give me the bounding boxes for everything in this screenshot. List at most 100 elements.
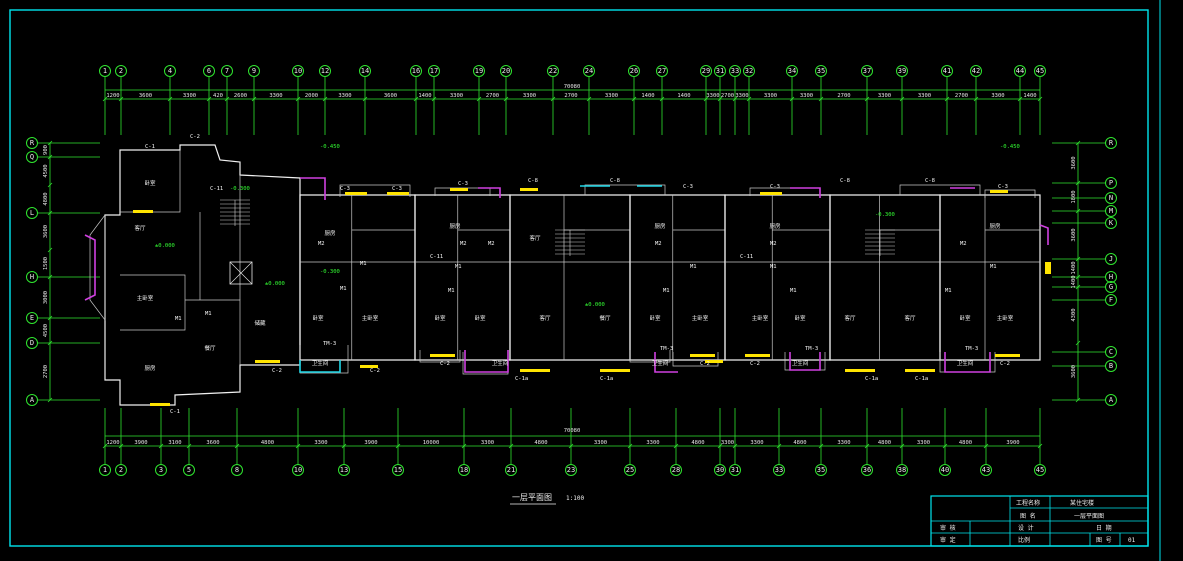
window-magenta (1039, 224, 1049, 245)
top-axis-label: 10 (294, 67, 302, 75)
top-axis-label: 12 (321, 67, 329, 75)
top-dimension-tick (295, 96, 301, 102)
door-tag: M2 (488, 241, 495, 247)
top-axis-bubble (359, 65, 371, 77)
top-axis-label: 44 (1016, 67, 1024, 75)
room-label: 卧室 (959, 314, 971, 322)
door-tag: M1 (790, 288, 797, 294)
window-tag: TM-3 (965, 346, 978, 352)
drawing-title: 一层平面图 (512, 493, 552, 502)
right-axis-label: F (1109, 296, 1113, 304)
window-yellow (450, 188, 468, 191)
bottom-axis-label: 28 (672, 466, 680, 474)
title-block-project-label: 工程名称 (1016, 499, 1040, 507)
door-tag: M1 (360, 261, 367, 267)
top-dimension-tick (1037, 96, 1043, 102)
door-tag: M2 (655, 241, 662, 247)
window-yellow (760, 192, 782, 195)
left-dimension-tick (47, 154, 53, 160)
top-axis-label: 20 (502, 67, 510, 75)
unit-outline (829, 194, 941, 361)
window-tag: C-8 (610, 178, 620, 184)
elevation-mark: -0.450 (320, 144, 340, 150)
top-axis-label: 6 (207, 67, 211, 75)
rear-projection (899, 184, 981, 195)
top-axis-bubble (941, 65, 953, 77)
top-dimension-tick (864, 96, 870, 102)
bottom-axis-label: 40 (941, 466, 949, 474)
bottom-dimension-tick (627, 443, 633, 449)
bottom-axis-label: 31 (731, 466, 739, 474)
top-axis-label: 42 (972, 67, 980, 75)
window-tag: C-2 (1000, 361, 1010, 367)
window-tag: C-1 (145, 144, 155, 150)
right-dimension-value: 1400 (1071, 261, 1077, 274)
bottom-dimension-tick (732, 443, 738, 449)
title-block-check-label: 审 核 (940, 524, 956, 532)
bottom-dimension-value: 1200 (106, 440, 119, 446)
bottom-dimension-tick (717, 443, 723, 449)
window-yellow (995, 354, 1020, 357)
bottom-axis-label: 10 (294, 466, 302, 474)
bottom-dimension-tick (1037, 443, 1043, 449)
top-axis-label: 22 (549, 67, 557, 75)
bottom-axis-label: 21 (507, 466, 515, 474)
room-label: 卧室 (649, 314, 661, 322)
top-axis-label: 32 (745, 67, 753, 75)
top-dimension-tick (586, 96, 592, 102)
top-dimension-value: 3600 (384, 93, 397, 99)
left-dimension-value: 4500 (43, 324, 49, 337)
bottom-total-dimension: 70080 (564, 428, 581, 434)
room-label: 卧室 (794, 314, 806, 322)
window-tag: C-3 (770, 184, 780, 190)
window-tag: TM-3 (323, 341, 336, 347)
top-dimension-value: 3300 (338, 93, 351, 99)
top-axis-label: 14 (361, 67, 369, 75)
bottom-axis-bubble (338, 464, 350, 476)
top-dimension-tick (550, 96, 556, 102)
window-tag: C-3 (340, 186, 350, 192)
room-label: 厨房 (989, 222, 1001, 230)
bottom-axis-bubble (231, 464, 243, 476)
bottom-dimension-value: 3900 (364, 440, 377, 446)
bottom-axis-label: 5 (187, 466, 191, 474)
elevation-mark: ±0.000 (265, 281, 285, 287)
bottom-axis-bubble (99, 464, 111, 476)
window-yellow (745, 354, 770, 357)
bottom-dimension-value: 4800 (793, 440, 806, 446)
window-tag: C-2 (370, 368, 380, 374)
window-tag: C-3 (998, 184, 1008, 190)
window-magenta (790, 187, 821, 198)
top-dimension-tick (322, 96, 328, 102)
top-dimension-tick (413, 96, 419, 102)
right-dimension-value: 3600 (1071, 365, 1077, 378)
top-dimension-value: 2700 (955, 93, 968, 99)
top-dimension-tick (944, 96, 950, 102)
room-label: 卧室 (312, 314, 324, 322)
bottom-dimension-value: 3300 (646, 440, 659, 446)
window-tag: C-3 (392, 186, 402, 192)
bottom-axis-label: 2 (119, 466, 123, 474)
right-dimension-tick (1075, 284, 1081, 290)
top-dimension-tick (476, 96, 482, 102)
door-tag: M2 (960, 241, 967, 247)
left-bay-window (89, 214, 106, 322)
bottom-dimension-tick (102, 443, 108, 449)
bottom-axis-label: 36 (863, 466, 871, 474)
bottom-dimension-tick (864, 443, 870, 449)
top-axis-label: 4 (168, 67, 172, 75)
top-axis-bubble (99, 65, 111, 77)
room-label: 主卧室 (362, 314, 379, 322)
left-dimension-tick (47, 140, 53, 146)
top-axis-label: 19 (475, 67, 483, 75)
top-dimension-value: 3300 (991, 93, 1004, 99)
top-axis-label: 34 (788, 67, 796, 75)
bottom-dimension-tick (818, 443, 824, 449)
bottom-axis-bubble (458, 464, 470, 476)
window-cyan (299, 360, 341, 373)
top-axis-bubble (743, 65, 755, 77)
top-dimension-tick (631, 96, 637, 102)
top-axis-bubble (786, 65, 798, 77)
